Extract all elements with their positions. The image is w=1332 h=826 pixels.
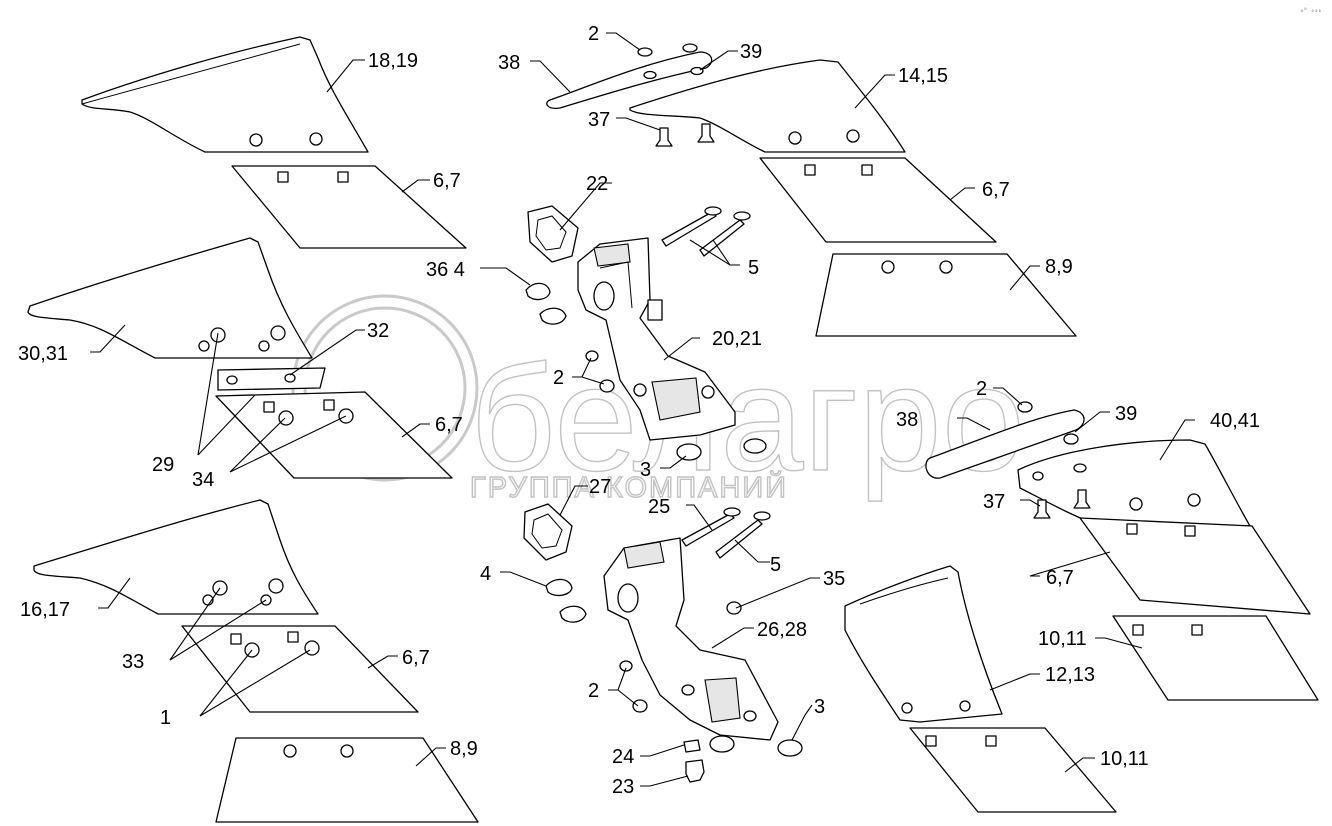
label-39-a: 39 — [740, 41, 762, 63]
part-36-4-clips-a — [525, 282, 567, 325]
label-2-c: 2 — [976, 378, 987, 400]
label-3-b: 3 — [814, 696, 825, 718]
label-36-4: 36 4 — [426, 259, 465, 281]
label-18-19: 18,19 — [368, 50, 418, 72]
part-23-bolt — [685, 759, 705, 783]
label-2-a: 2 — [588, 23, 599, 45]
part-3-washers-a — [676, 438, 767, 461]
part-35-nut — [726, 601, 742, 615]
part-2-washers-b — [619, 660, 648, 713]
label-20-21: 20,21 — [712, 328, 762, 350]
label-33: 33 — [122, 651, 144, 673]
label-37-b: 37 — [983, 491, 1005, 513]
part-12-13-moldboard — [844, 565, 1003, 723]
part-24-washer — [683, 739, 701, 753]
label-29: 29 — [152, 454, 174, 476]
label-8-9-b: 8,9 — [450, 738, 478, 760]
label-14-15: 14,15 — [898, 65, 948, 87]
label-22: 22 — [586, 173, 608, 195]
label-2-d: 2 — [588, 680, 599, 702]
part-22-clamp — [527, 205, 579, 263]
leader-lines — [90, 32, 1195, 787]
label-6-7-b: 6,7 — [982, 179, 1010, 201]
label-30-31: 30,31 — [18, 343, 68, 365]
label-6-7-d: 6,7 — [1046, 567, 1074, 589]
part-32-plate — [217, 367, 326, 391]
label-27: 27 — [589, 476, 611, 498]
label-5-a: 5 — [748, 257, 759, 279]
part-38-brace-a — [546, 43, 713, 109]
label-38-a: 38 — [498, 52, 520, 74]
part-6-7-blade-d — [1079, 517, 1311, 615]
part-8-9-blade-a — [815, 253, 1077, 337]
label-6-7-e: 6,7 — [402, 647, 430, 669]
part-37-bolts-b — [1033, 489, 1091, 519]
part-3-washers-b — [709, 735, 803, 757]
part-38-brace-b — [925, 401, 1085, 479]
label-32: 32 — [367, 320, 389, 342]
label-24: 24 — [612, 746, 634, 768]
label-10-11-b: 10,11 — [1100, 748, 1149, 770]
part-10-11-blade-b — [909, 727, 1117, 813]
part-16-17-moldboard — [33, 499, 319, 615]
part-6-7-blade-b — [759, 157, 997, 243]
part-14-15-moldboard — [629, 59, 906, 153]
label-16-17: 16,17 — [20, 599, 70, 621]
part-6-7-blade-a — [231, 165, 467, 249]
part-26-28-frame — [603, 537, 779, 741]
corner-code: ₀⁰ ₀₀₀ — [1300, 7, 1322, 14]
label-3-a: 3 — [640, 459, 651, 481]
label-2-b: 2 — [553, 367, 564, 389]
label-10-11-a: 10,11 — [1038, 628, 1087, 650]
label-26-28: 26,28 — [757, 619, 807, 641]
part-5-pins-b — [681, 507, 771, 559]
part-18-19-moldboard — [81, 36, 369, 153]
label-12-13: 12,13 — [1045, 664, 1095, 686]
label-4-b: 4 — [480, 563, 491, 585]
label-34: 34 — [192, 469, 214, 491]
part-6-7-blade-c — [215, 391, 453, 479]
part-2-washers-a — [585, 350, 615, 393]
label-35: 35 — [823, 568, 845, 590]
label-23: 23 — [612, 776, 634, 798]
part-10-11-blade-a — [1112, 615, 1319, 701]
label-40-41: 40,41 — [1210, 410, 1260, 432]
callout-labels: 18,19 6,7 38 2 39 37 14,15 6,7 22 36 4 5… — [18, 23, 1260, 798]
label-5-b: 5 — [770, 554, 781, 576]
label-38-b: 38 — [896, 409, 918, 431]
part-40-41-moldboard — [1017, 439, 1251, 527]
label-6-7-a: 6,7 — [433, 170, 461, 192]
label-25: 25 — [648, 496, 670, 518]
part-8-9-blade-b — [215, 737, 479, 823]
label-1: 1 — [160, 707, 171, 729]
part-20-21-frame — [577, 237, 736, 441]
label-6-7-c: 6,7 — [435, 414, 463, 436]
part-30-31-moldboard — [27, 237, 313, 359]
part-6-7-blade-e — [181, 625, 419, 713]
part-4-clips-b — [545, 578, 587, 623]
label-39-b: 39 — [1115, 403, 1137, 425]
part-5-pins-a — [661, 206, 751, 257]
watermark-subtitle: ГРУППА КОМПАНИЙ — [470, 470, 788, 504]
part-27-clamp — [523, 503, 573, 561]
part-37-bolts-a — [655, 123, 715, 147]
label-8-9-a: 8,9 — [1045, 256, 1073, 278]
label-37-a: 37 — [588, 109, 610, 131]
